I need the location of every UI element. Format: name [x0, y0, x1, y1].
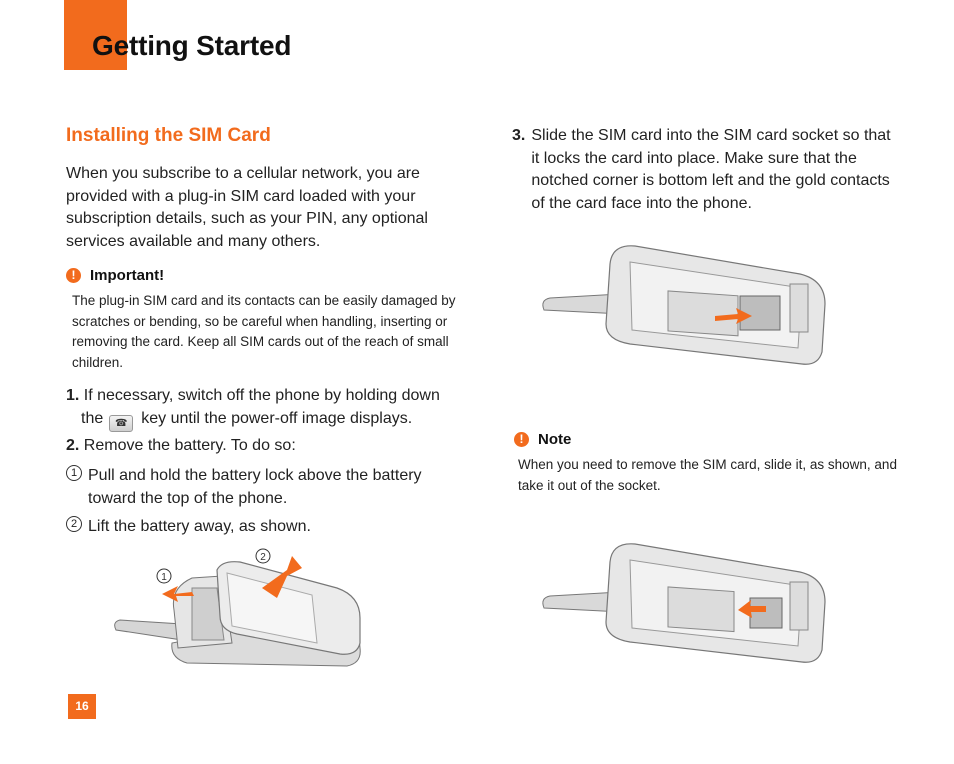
- sim-removal-illustration: [542, 543, 826, 663]
- step-1-line-a: If necessary, switch off the phone by ho…: [83, 387, 440, 404]
- step-2a: 1 Pull and hold the battery lock above t…: [66, 465, 456, 510]
- step-2-number: 2.: [66, 437, 80, 454]
- pull-arrow-icon: [162, 586, 194, 602]
- step-2b-text: Lift the battery away, as shown.: [88, 518, 311, 535]
- step-2a-text: Pull and hold the battery lock above the…: [88, 467, 422, 507]
- insert-arrow-icon: [715, 308, 752, 324]
- step-2a-marker: 1: [66, 465, 82, 481]
- warning-icon: !: [66, 268, 81, 283]
- step-3: 3. Slide the SIM card into the SIM card …: [512, 125, 902, 215]
- note-text: When you need to remove the SIM card, sl…: [518, 457, 897, 493]
- page-title: Getting Started: [92, 30, 292, 61]
- header-tab: [64, 0, 127, 70]
- step-1-number: 1.: [66, 387, 80, 404]
- step-1-line-b-pre: the: [81, 409, 104, 427]
- note-heading: ! Note: [514, 431, 571, 448]
- important-text: The plug-in SIM card and its contacts ca…: [72, 293, 456, 370]
- end-key-icon: ☎: [109, 414, 134, 432]
- section-heading: Installing the SIM Card: [66, 125, 271, 146]
- step-2-text: Remove the battery. To do so:: [83, 437, 296, 454]
- step-3-number: 3.: [512, 127, 526, 144]
- sim-insertion-illustration: [542, 245, 826, 365]
- intro-paragraph: When you subscribe to a cellular network…: [66, 165, 428, 250]
- important-heading: ! Important!: [66, 267, 164, 284]
- step-2b-marker: 2: [66, 516, 82, 532]
- lift-arrow-icon: [262, 556, 302, 598]
- figure-marker-1: 1: [161, 572, 167, 583]
- figure-marker-2: 2: [260, 552, 266, 563]
- note-label: Note: [538, 431, 572, 448]
- page-number: 16: [68, 694, 96, 719]
- step-2b: 2 Lift the battery away, as shown.: [66, 516, 456, 539]
- important-label: Important!: [90, 267, 165, 284]
- step-1: 1. If necessary, switch off the phone by…: [66, 385, 456, 432]
- warning-icon: !: [514, 432, 529, 447]
- remove-arrow-icon: [738, 600, 766, 618]
- battery-removal-illustration: 1 2: [114, 548, 361, 667]
- step-2: 2. Remove the battery. To do so:: [66, 435, 456, 458]
- step-1-line-b-post: key until the power-off image displays.: [141, 409, 413, 427]
- step-3-text: Slide the SIM card into the SIM card soc…: [531, 127, 891, 212]
